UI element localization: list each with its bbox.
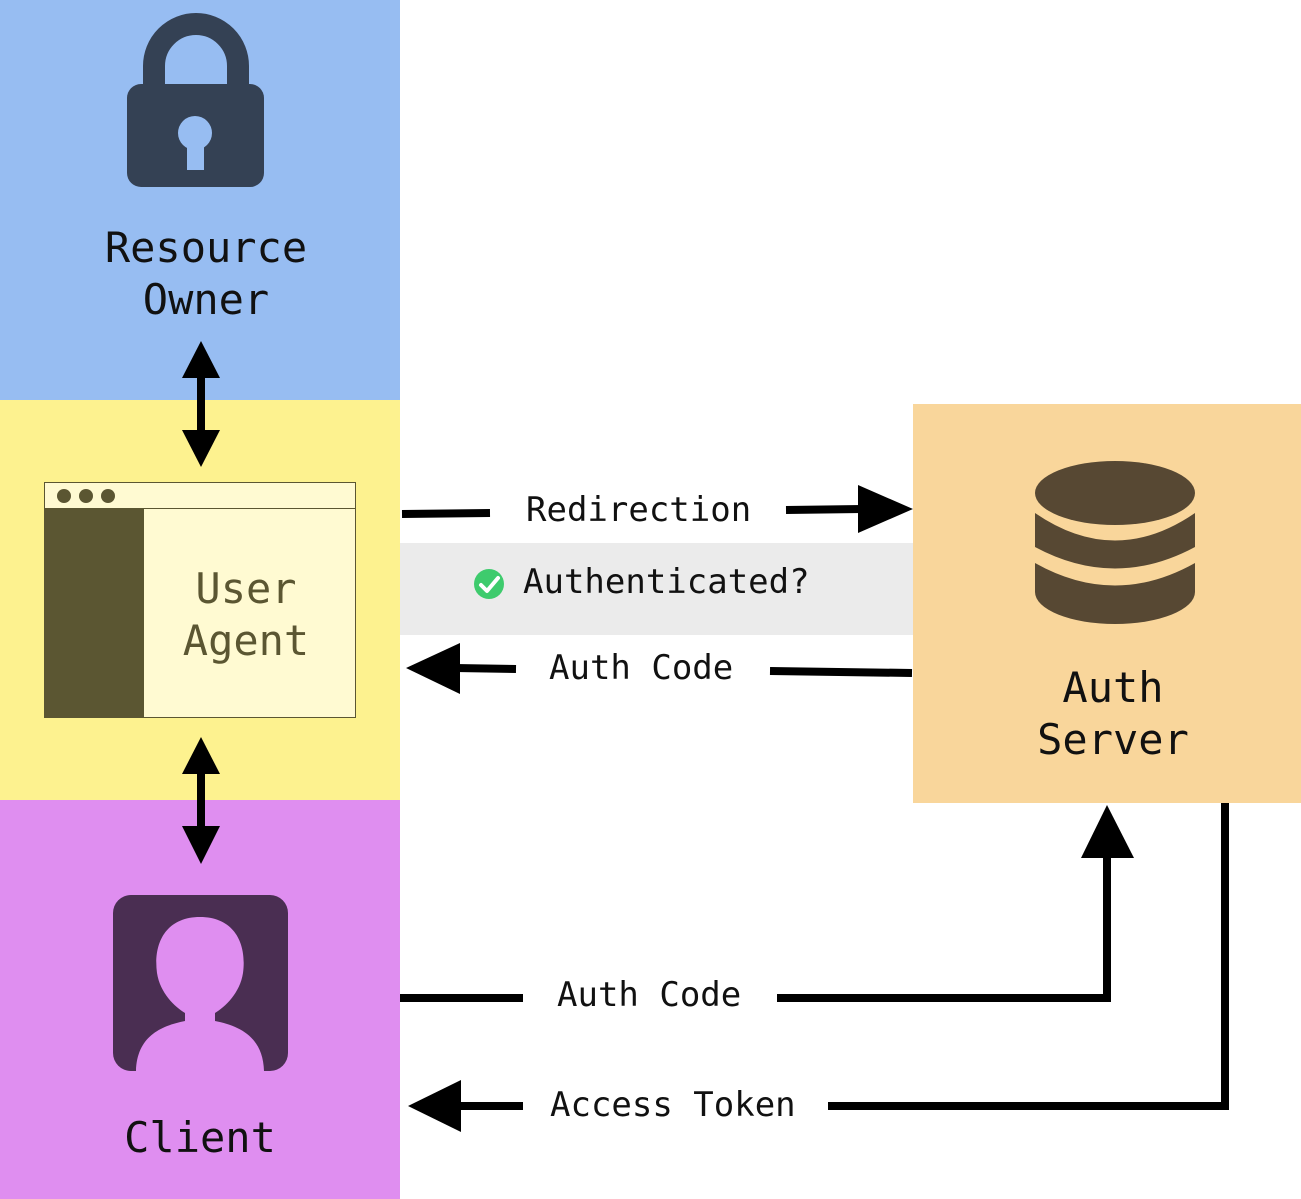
auth-code-exchange-label: Auth Code (557, 975, 742, 1015)
check-circle-icon (474, 569, 504, 599)
client-label: Client (124, 1113, 276, 1162)
authenticated-label: Authenticated? (523, 562, 810, 602)
agent-client-double-arrow (182, 737, 220, 864)
resource-owner-label: Resource Owner (104, 223, 308, 324)
browser-dot-icon (57, 489, 71, 503)
database-icon (1035, 461, 1195, 624)
browser-dot-icon (101, 489, 115, 503)
redirection-label: Redirection (526, 490, 752, 530)
owner-agent-double-arrow (182, 341, 220, 467)
auth-server-label: Auth Server (1037, 663, 1189, 764)
access-token-label: Access Token (550, 1085, 796, 1125)
browser-title-bar (45, 483, 355, 509)
user-avatar-icon (113, 895, 288, 1071)
browser-dot-icon (79, 489, 93, 503)
auth-code-return-arrow (406, 643, 913, 694)
access-token-arrow (408, 803, 1229, 1132)
redirection-arrow (401, 485, 913, 533)
browser-window-icon: User Agent (44, 482, 356, 718)
user-agent-label: User Agent (182, 564, 310, 665)
browser-sidebar (45, 509, 144, 718)
auth-code-exchange-arrow (400, 805, 1134, 1002)
lock-icon (127, 13, 264, 187)
resource-owner-zone (0, 0, 400, 400)
auth-code-return-label: Auth Code (549, 648, 734, 688)
